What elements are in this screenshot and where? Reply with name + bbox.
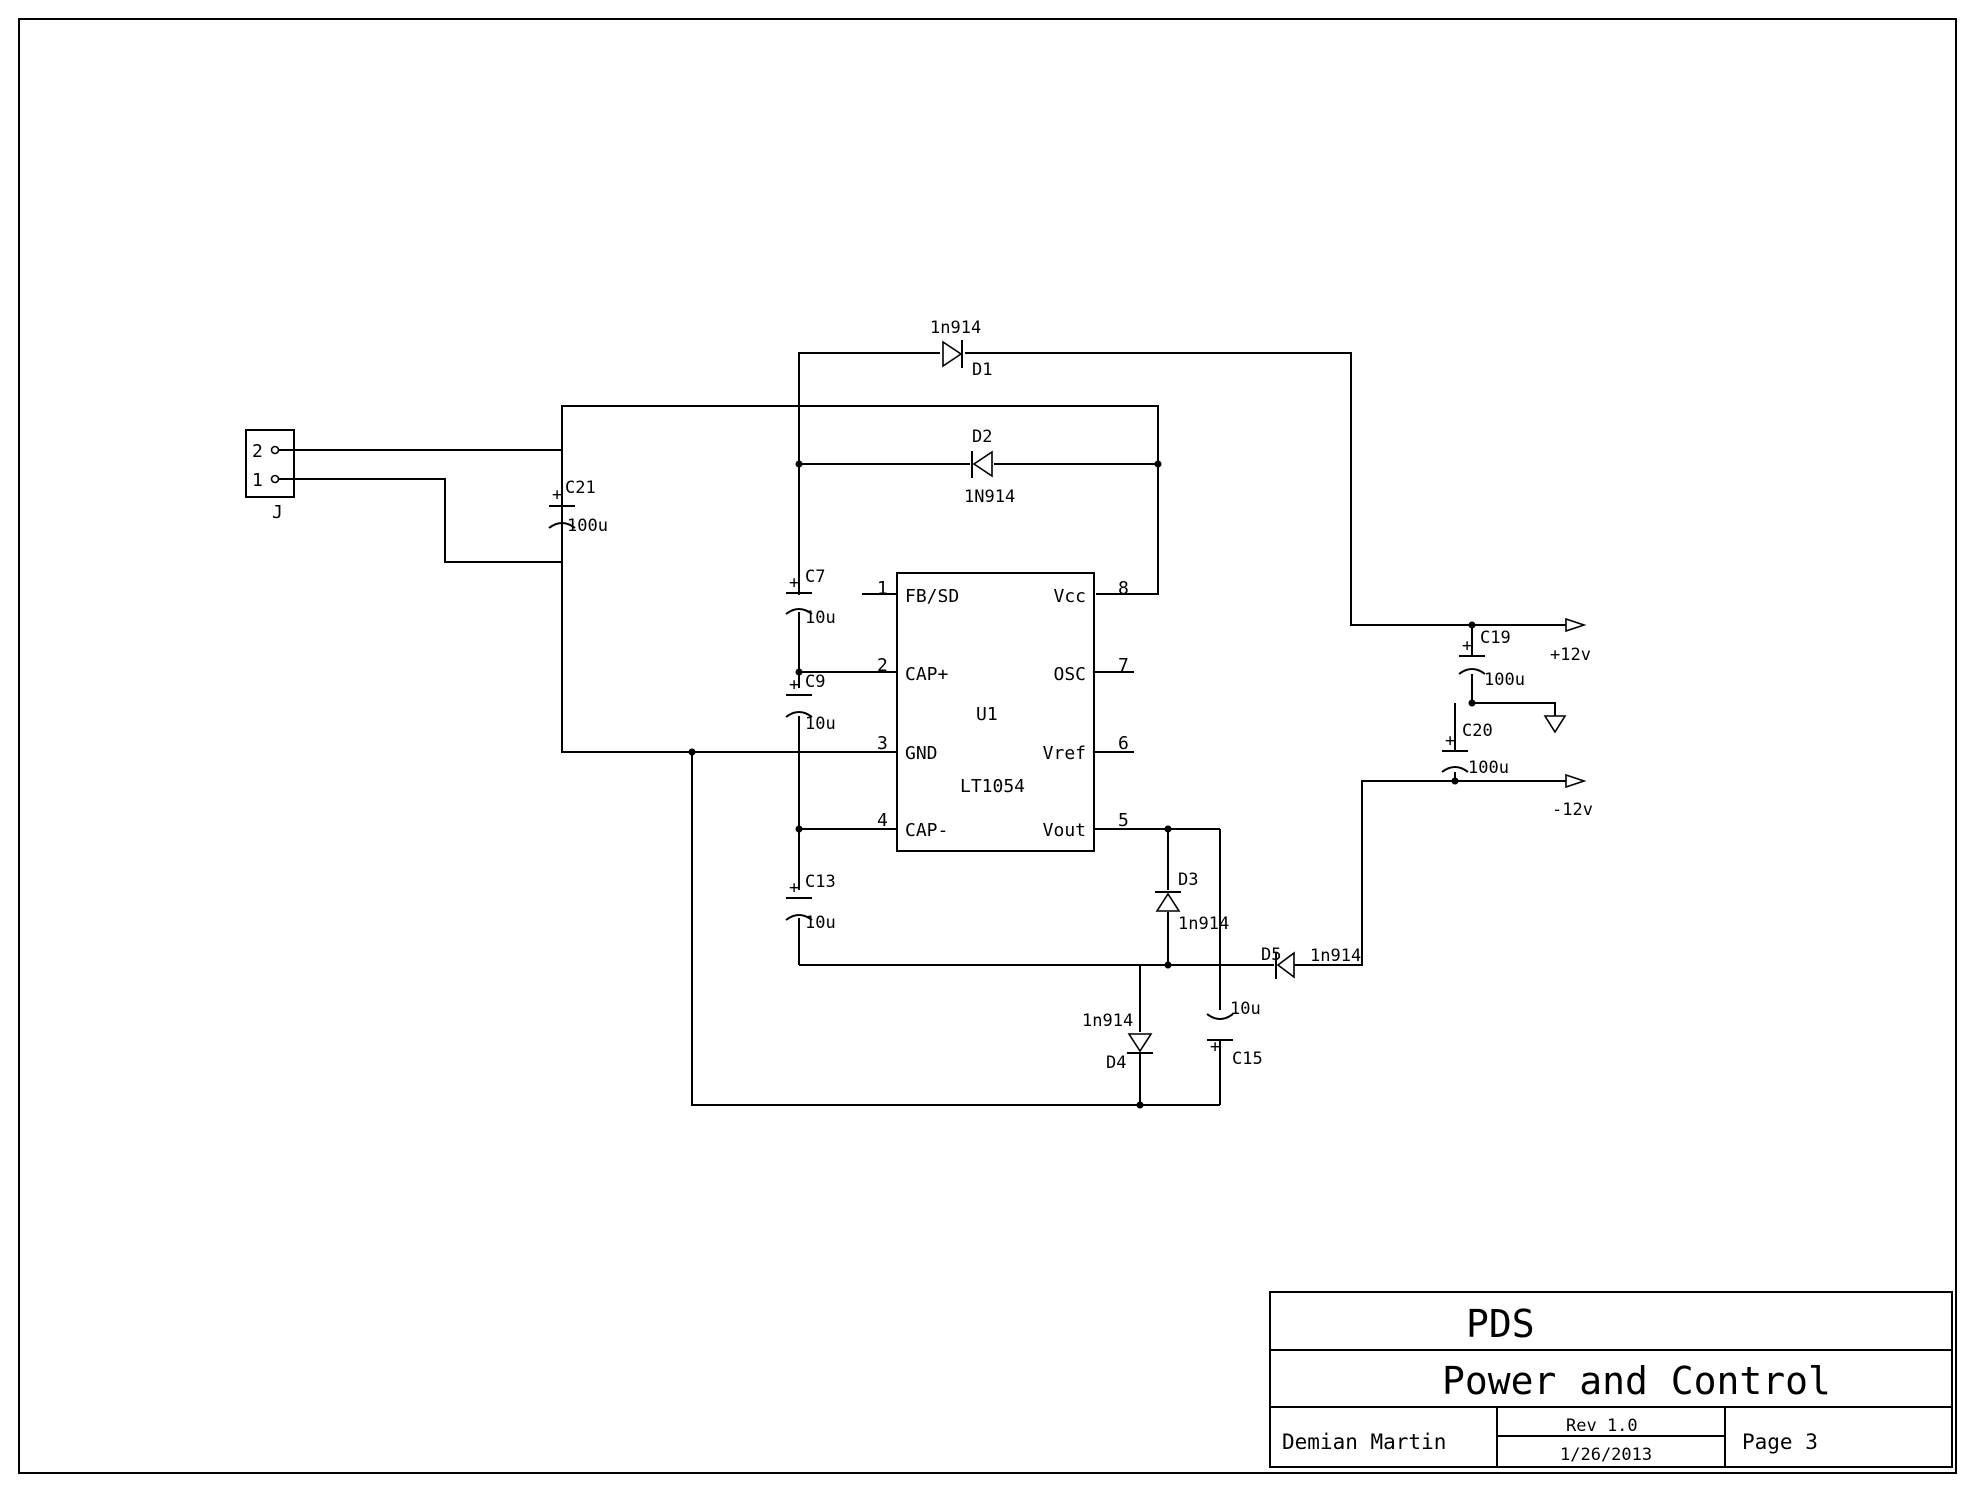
ic-pin-num: 8 <box>1118 578 1129 599</box>
diode-d4: 1n914 D4 <box>1082 1011 1153 1073</box>
capacitor-c7: + C7 10u <box>785 567 836 628</box>
diode-value-label: 1n914 <box>1310 946 1361 966</box>
ground-symbol <box>1543 715 1567 734</box>
capacitor-c20: + C20 100u <box>1441 721 1509 778</box>
capacitor-value-label: 100u <box>1468 758 1509 778</box>
svg-text:+: + <box>789 675 799 695</box>
ic-pin-name: Vcc <box>1053 586 1086 607</box>
ic-pin-num: 6 <box>1118 733 1129 754</box>
capacitor-c21: + C21 100u <box>548 450 608 536</box>
capacitor-ref-label: C19 <box>1480 628 1511 648</box>
title-block-project: PDS <box>1466 1302 1535 1346</box>
ic-pin-name: CAP- <box>905 820 948 841</box>
diode-ref-label: D2 <box>972 427 992 447</box>
diode-d3: D3 1n914 <box>1155 870 1229 934</box>
output-minus-12v: -12v <box>1552 773 1593 820</box>
connector-pin2-label: 2 <box>252 441 263 462</box>
diode-value-label: 1n914 <box>1082 1011 1133 1031</box>
capacitor-value-label: 10u <box>805 608 836 628</box>
ic-pin-num: 4 <box>877 810 888 831</box>
title-block-page: Page 3 <box>1742 1430 1818 1454</box>
title-block-date: 1/26/2013 <box>1560 1445 1652 1465</box>
ic-pin-name: Vout <box>1043 820 1086 841</box>
ic-ref-label: U1 <box>976 704 998 725</box>
capacitor-ref-label: C9 <box>805 672 825 692</box>
capacitor-value-label: 10u <box>805 714 836 734</box>
capacitor-c19: + C19 100u <box>1458 628 1525 690</box>
output-pos-label: +12v <box>1550 645 1591 665</box>
capacitor-ref-label: C15 <box>1232 1049 1263 1069</box>
junction-dots <box>688 460 1476 1109</box>
ic-part-label: LT1054 <box>960 776 1025 797</box>
diode-d2: D2 1N914 <box>964 427 1015 507</box>
capacitor-ref-label: C7 <box>805 567 825 587</box>
capacitor-ref-label: C20 <box>1462 721 1493 741</box>
svg-text:+: + <box>1462 636 1472 656</box>
title-block-rev: Rev 1.0 <box>1566 1416 1638 1436</box>
ic-u1: 1 FB/SD 2 CAP+ 3 GND 4 CAP- 5 Vout 6 Vre… <box>877 572 1129 852</box>
output-plus-12v: +12v <box>1550 617 1591 665</box>
ic-pin-name: CAP+ <box>905 664 949 685</box>
capacitor-c15: + 10u C15 <box>1206 999 1263 1069</box>
ic-pin-name: FB/SD <box>905 586 959 607</box>
diode-value-label: 1n914 <box>1178 914 1229 934</box>
ic-pin-name: OSC <box>1053 664 1086 685</box>
title-block: PDS Power and Control Demian Martin Rev … <box>1269 1291 1953 1468</box>
output-neg-label: -12v <box>1552 800 1593 820</box>
svg-text:+: + <box>552 485 562 505</box>
ic-pin-name: Vref <box>1043 743 1086 764</box>
capacitor-ref-label: C13 <box>805 872 836 892</box>
capacitor-value-label: 100u <box>1484 670 1525 690</box>
diode-d5: D5 1n914 <box>1261 945 1361 979</box>
capacitor-value-label: 10u <box>805 913 836 933</box>
ic-pin-num: 5 <box>1118 810 1129 831</box>
diode-d1: 1n914 D1 <box>930 318 992 380</box>
diode-value-label: 1n914 <box>930 318 981 338</box>
connector-pin1-label: 1 <box>252 470 263 491</box>
ic-pin-num: 7 <box>1118 655 1129 676</box>
connector-ref-label: J <box>272 502 283 523</box>
capacitor-c9: + C9 10u <box>785 672 836 734</box>
svg-text:+: + <box>1210 1037 1220 1057</box>
title-block-title: Power and Control <box>1442 1359 1831 1403</box>
diode-ref-label: D4 <box>1106 1053 1126 1073</box>
svg-text:+: + <box>789 878 799 898</box>
wires <box>279 352 1566 1106</box>
ic-pin-num: 3 <box>877 733 888 754</box>
sheet-border <box>18 18 1957 1474</box>
capacitor-c13: + C13 10u <box>785 872 836 933</box>
diode-ref-label: D5 <box>1261 945 1281 965</box>
capacitor-ref-label: C21 <box>565 478 596 498</box>
capacitor-value-label: 10u <box>1230 999 1261 1019</box>
capacitor-value-label: 100u <box>567 516 608 536</box>
svg-text:+: + <box>1445 731 1455 751</box>
svg-text:+: + <box>789 573 799 593</box>
title-block-author: Demian Martin <box>1282 1430 1446 1454</box>
ic-pin-num: 1 <box>877 578 888 599</box>
diode-ref-label: D3 <box>1178 870 1198 890</box>
ic-pin-name: GND <box>905 743 938 764</box>
ic-pin-num: 2 <box>877 655 888 676</box>
diode-ref-label: D1 <box>972 360 992 380</box>
diode-value-label: 1N914 <box>964 487 1015 507</box>
connector-j: 2 1 J <box>245 429 295 523</box>
